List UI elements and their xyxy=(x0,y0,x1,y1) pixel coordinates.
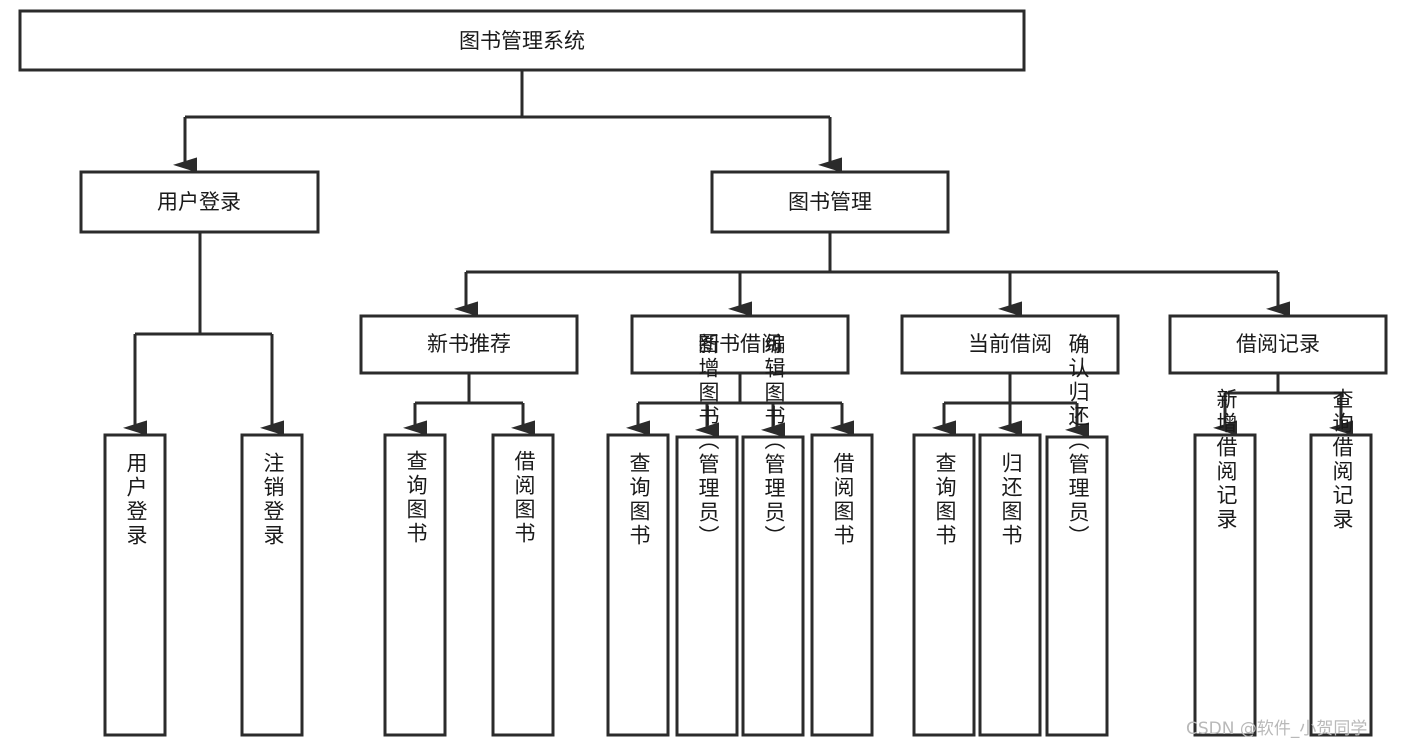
node-leaf-cb-return-book-label: 归还图书 xyxy=(999,452,1023,548)
node-leaf-bb-borrow-book[interactable]: 借阅图书 xyxy=(810,433,874,737)
node-book-borrow[interactable]: 图书借阅 xyxy=(630,314,850,375)
connector-group-user-login xyxy=(123,232,284,436)
node-leaf-cb-return-book-box[interactable] xyxy=(978,433,1042,737)
node-leaf-cb-query-book-label: 查询图书 xyxy=(933,452,957,548)
node-book-borrow-box[interactable] xyxy=(630,314,850,375)
node-root-box[interactable] xyxy=(18,9,1026,72)
connector-group-book-borrow xyxy=(626,373,854,438)
node-leaf-bb-query-book[interactable]: 查询图书 xyxy=(606,433,670,737)
node-leaf-user-login[interactable]: 用户登录 xyxy=(103,433,167,737)
csdn-watermark: CSDN @软件_小贺同学 xyxy=(1186,719,1368,739)
node-borrow-record-box[interactable] xyxy=(1168,314,1388,375)
node-borrow-record[interactable]: 借阅记录 xyxy=(1168,314,1388,375)
node-leaf-nbr-borrow-book-label: 借阅图书 xyxy=(512,450,536,546)
node-leaf-nbr-borrow-book[interactable]: 借阅图书 xyxy=(491,433,555,737)
node-leaf-br-add-record[interactable]: 新增借阅记录 xyxy=(1193,388,1257,737)
connector-group-new-book-recommend xyxy=(403,373,535,436)
node-root-system[interactable]: 图书管理系统 xyxy=(18,9,1026,72)
node-current-borrow-label: 当前借阅 xyxy=(968,332,1052,356)
connector-group-book-mgmt xyxy=(454,232,1290,317)
node-book-management[interactable]: 图书管理 xyxy=(710,170,950,234)
node-leaf-cb-return-book[interactable]: 归还图书 xyxy=(978,433,1042,737)
node-leaf-bb-edit-book[interactable]: 编辑图书（管理员） xyxy=(741,333,805,737)
node-new-book-recommend[interactable]: 新书推荐 xyxy=(359,314,579,375)
node-leaf-logout[interactable]: 注销登录 xyxy=(240,433,304,737)
node-borrow-record-label: 借阅记录 xyxy=(1236,332,1320,356)
node-user-login[interactable]: 用户登录 xyxy=(79,170,320,234)
node-root-label: 图书管理系统 xyxy=(459,29,585,53)
node-leaf-bb-edit-book-box[interactable] xyxy=(741,435,805,737)
connector-group-borrow-record xyxy=(1213,373,1353,436)
node-leaf-br-add-record-label: 新增借阅记录 xyxy=(1214,388,1238,532)
node-leaf-bb-borrow-book-label: 借阅图书 xyxy=(831,452,855,548)
node-book-management-label: 图书管理 xyxy=(788,190,872,214)
node-leaf-nbr-query-book[interactable]: 查询图书 xyxy=(383,433,447,737)
node-leaf-bb-edit-book-label: 编辑图书（管理员） xyxy=(762,333,786,549)
node-leaf-br-query-record-box[interactable] xyxy=(1309,433,1373,737)
node-leaf-bb-query-book-box[interactable] xyxy=(606,433,670,737)
node-leaf-cb-confirm-return-box[interactable] xyxy=(1045,435,1109,737)
node-new-book-recommend-label: 新书推荐 xyxy=(427,332,511,356)
node-leaf-cb-query-book-box[interactable] xyxy=(912,433,976,737)
node-book-management-box[interactable] xyxy=(710,170,950,234)
node-leaf-br-query-record-label: 查询借阅记录 xyxy=(1330,388,1354,532)
node-leaf-br-query-record[interactable]: 查询借阅记录 xyxy=(1309,388,1373,737)
node-leaf-nbr-borrow-book-box[interactable] xyxy=(491,433,555,737)
node-leaf-user-login-label: 用户登录 xyxy=(124,452,148,548)
node-leaf-br-add-record-box[interactable] xyxy=(1193,433,1257,737)
node-leaf-cb-confirm-return-label: 确认归还（管理员） xyxy=(1066,333,1090,549)
node-leaf-bb-borrow-book-box[interactable] xyxy=(810,433,874,737)
node-new-book-recommend-box[interactable] xyxy=(359,314,579,375)
node-user-login-label: 用户登录 xyxy=(157,190,241,214)
connector-group-current-borrow xyxy=(932,373,1089,438)
node-leaf-nbr-query-book-box[interactable] xyxy=(383,433,447,737)
node-leaf-bb-add-book[interactable]: 新增图书（管理员） xyxy=(675,333,739,737)
node-leaf-user-login-box[interactable] xyxy=(103,433,167,737)
node-book-borrow-label: 图书借阅 xyxy=(698,332,782,356)
node-leaf-cb-confirm-return[interactable]: 确认归还（管理员） xyxy=(1045,333,1109,737)
node-leaf-logout-label: 注销登录 xyxy=(261,452,285,548)
node-leaf-logout-box[interactable] xyxy=(240,433,304,737)
node-user-login-box[interactable] xyxy=(79,170,320,234)
node-leaf-bb-add-book-label: 新增图书（管理员） xyxy=(696,333,720,549)
node-current-borrow[interactable]: 当前借阅 xyxy=(900,314,1120,375)
node-leaf-bb-query-book-label: 查询图书 xyxy=(627,452,651,548)
node-leaf-bb-add-book-box[interactable] xyxy=(675,435,739,737)
node-current-borrow-box[interactable] xyxy=(900,314,1120,375)
node-leaf-nbr-query-book-label: 查询图书 xyxy=(404,450,428,546)
node-leaf-cb-query-book[interactable]: 查询图书 xyxy=(912,433,976,737)
connector-group-root xyxy=(173,70,842,173)
